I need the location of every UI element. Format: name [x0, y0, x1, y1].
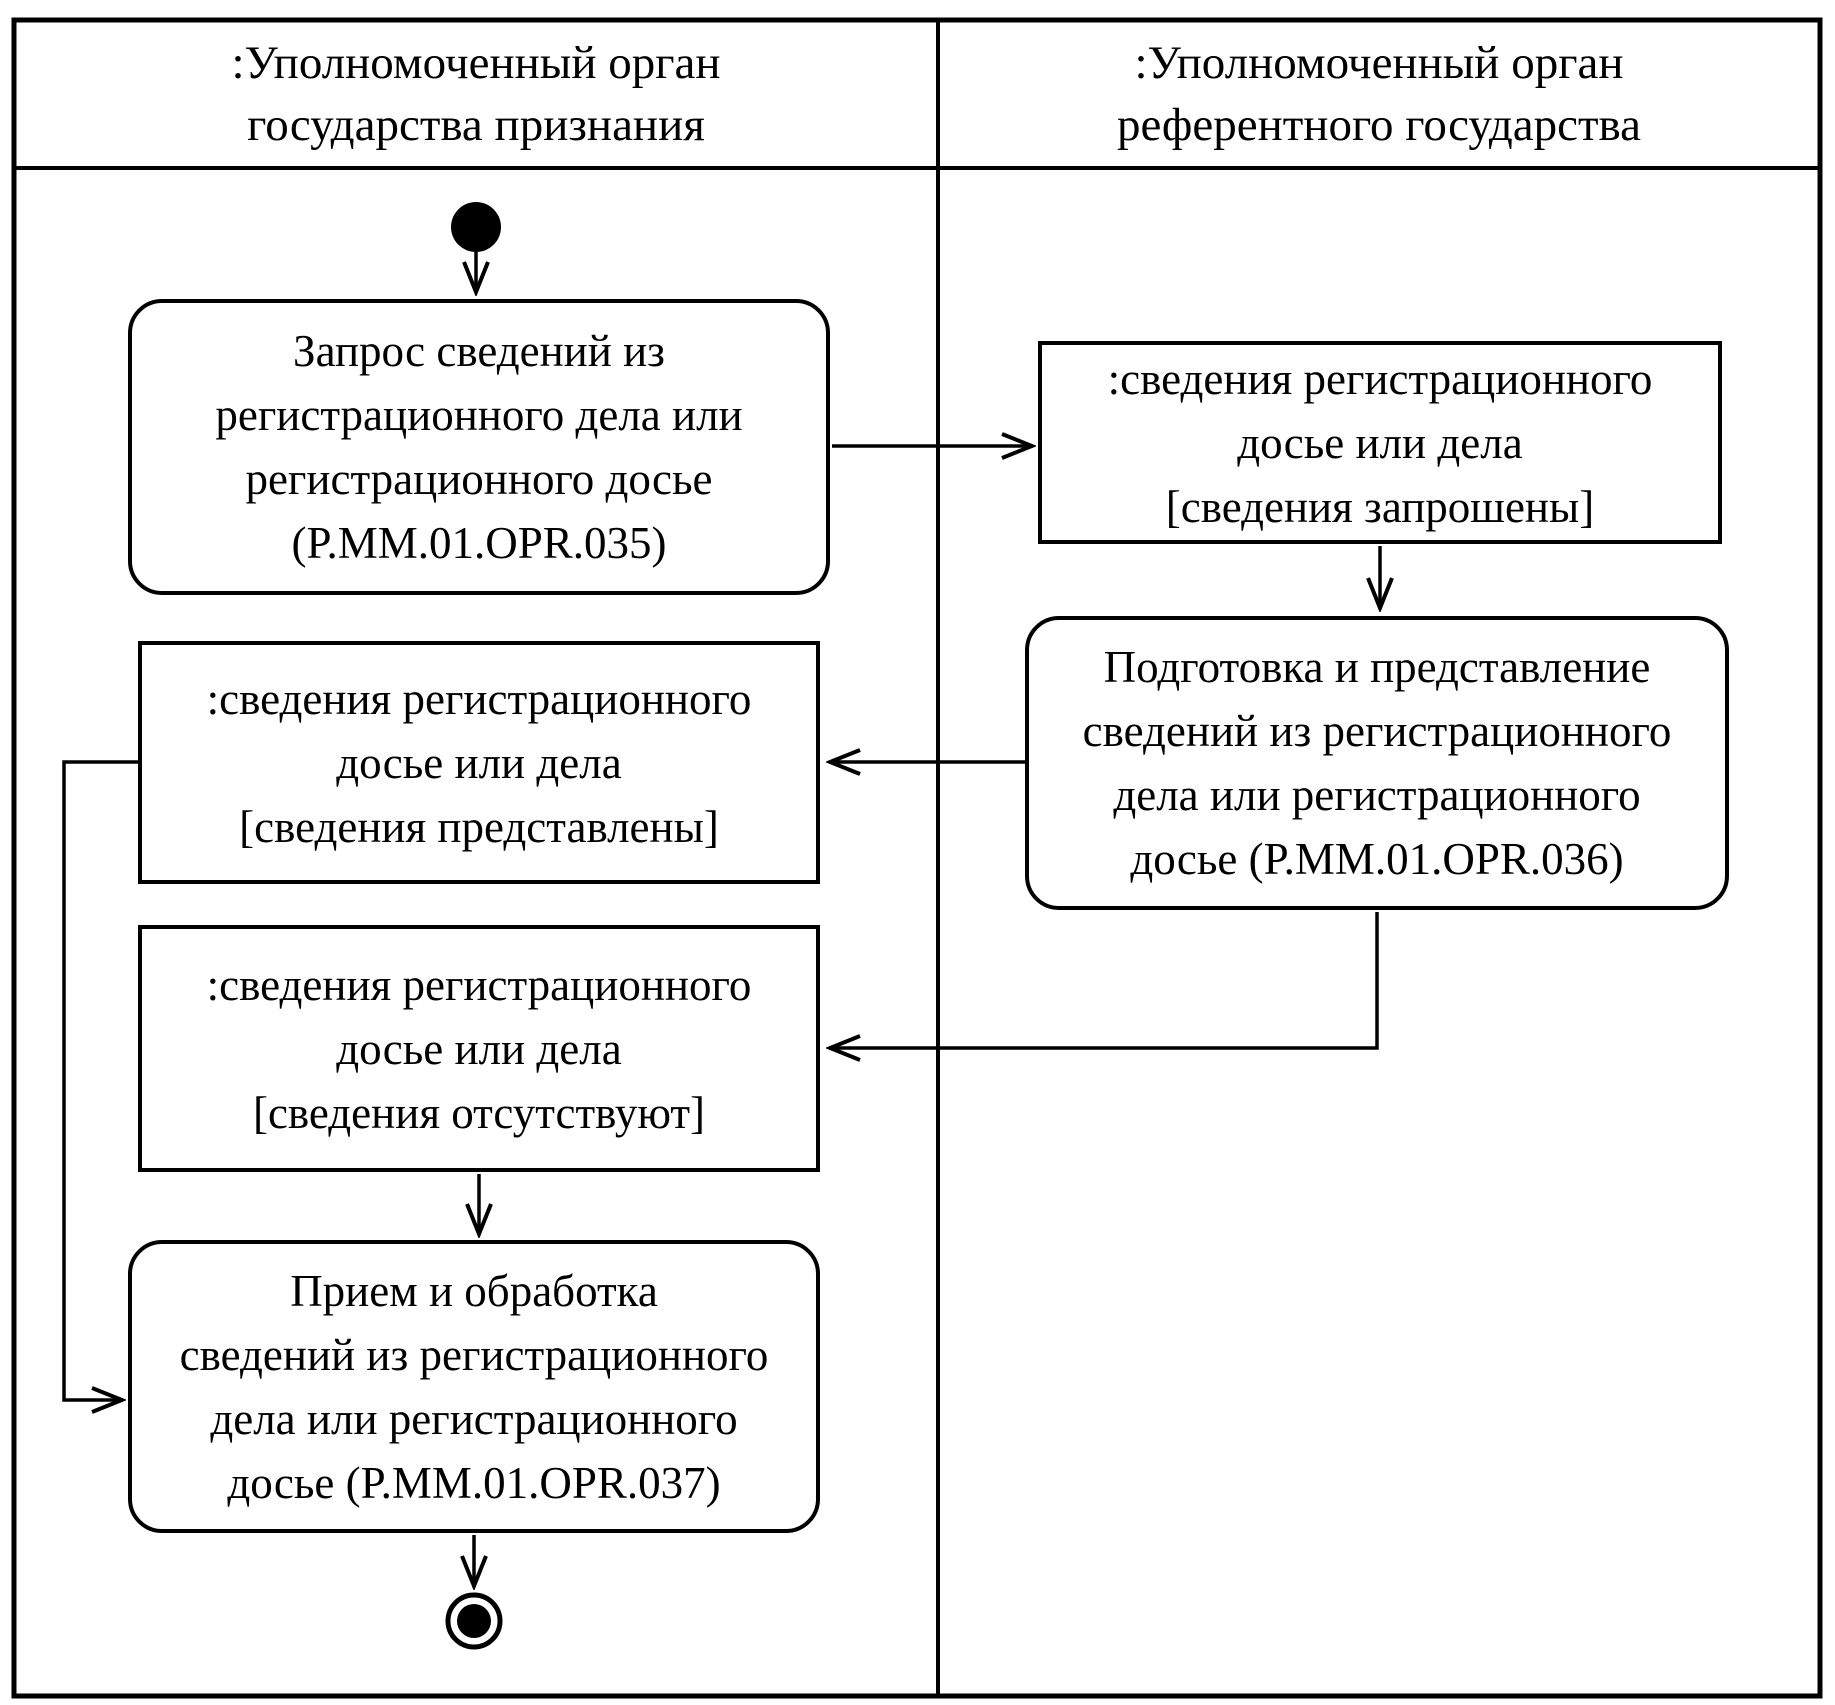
object-node-info-provided: :сведения регистрационного досье или дел…	[138, 641, 820, 884]
action-prepare-provide-info: Подготовка и представление сведений из р…	[1025, 616, 1729, 910]
edge-prepare-to-object-absent	[830, 912, 1379, 1048]
lane-header-label: :Уполномоченный орган государства призна…	[231, 37, 721, 151]
object-node-info-requested: :сведения регистрационного досье или дел…	[1038, 341, 1722, 544]
lane-header-reference-state: :Уполномоченный орган референтного госуд…	[938, 20, 1820, 168]
lane-header-recognition-state: :Уполномоченный орган государства призна…	[14, 20, 938, 168]
lane-header-label: :Уполномоченный орган референтного госуд…	[1117, 37, 1641, 151]
edge-object-provided-to-receive	[62, 760, 140, 1400]
action-receive-process-info-label: Прием и обработка сведений из регистраци…	[179, 1265, 769, 1508]
object-node-label: :сведения регистрационного досье или дел…	[206, 673, 752, 852]
object-node-label: :сведения регистрационного досье или дел…	[206, 959, 752, 1138]
initial-node-icon	[451, 202, 501, 252]
object-node-label: :сведения регистрационного досье или дел…	[1107, 353, 1653, 532]
action-request-info-label: Запрос сведений из регистрационного дела…	[215, 326, 743, 568]
diagram-frame	[11, 17, 1823, 1699]
action-request-info: Запрос сведений из регистрационного дела…	[128, 299, 830, 595]
action-receive-process-info: Прием и обработка сведений из регистраци…	[128, 1240, 820, 1533]
object-node-info-absent: :сведения регистрационного досье или дел…	[138, 925, 820, 1172]
final-node-outer-ring-icon	[445, 1592, 503, 1650]
action-prepare-provide-info-label: Подготовка и представление сведений из р…	[1082, 642, 1672, 884]
final-node-inner-dot-icon	[457, 1604, 491, 1638]
